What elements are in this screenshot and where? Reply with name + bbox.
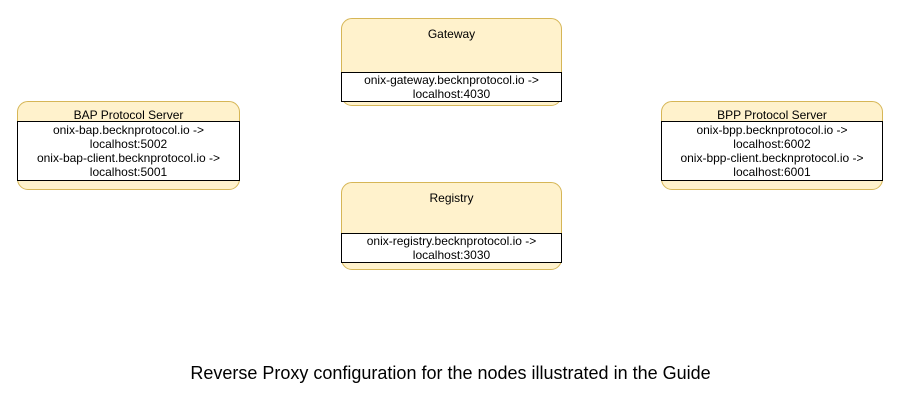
node-bap-protocol-server: BAP Protocol Server onix-bap.becknprotoc…	[17, 101, 240, 190]
mapping-line: localhost:3030	[412, 248, 491, 262]
node-bpp-protocol-server: BPP Protocol Server onix-bpp.becknprotoc…	[661, 101, 883, 190]
mapping-line: onix-gateway.becknprotocol.io ->	[364, 73, 539, 87]
mapping-line: onix-bap.becknprotocol.io ->	[52, 123, 205, 137]
mapping-line: localhost:5001	[89, 165, 168, 179]
mapping-line: localhost:5002	[89, 137, 168, 151]
node-bap-mapping-box: onix-bap.becknprotocol.io -> localhost:5…	[17, 121, 240, 181]
diagram-caption: Reverse Proxy configuration for the node…	[190, 363, 711, 383]
node-registry: Registry onix-registry.becknprotocol.io …	[341, 182, 562, 270]
mapping-line: onix-bpp-client.becknprotocol.io ->	[680, 151, 864, 165]
node-gateway-mapping-box: onix-gateway.becknprotocol.io -> localho…	[341, 72, 562, 102]
node-gateway: Gateway onix-gateway.becknprotocol.io ->…	[341, 18, 562, 106]
node-bpp-mapping-box: onix-bpp.becknprotocol.io -> localhost:6…	[661, 121, 883, 181]
node-gateway-title: Gateway	[427, 27, 476, 41]
node-bpp-title: BPP Protocol Server	[717, 108, 827, 122]
mapping-line: localhost:4030	[412, 87, 491, 101]
node-registry-title: Registry	[429, 191, 474, 205]
node-bap-title: BAP Protocol Server	[73, 108, 184, 122]
mapping-line: localhost:6002	[733, 137, 811, 151]
mapping-line: onix-bpp.becknprotocol.io ->	[696, 123, 848, 137]
mapping-line: onix-registry.becknprotocol.io ->	[366, 234, 537, 248]
mapping-line: localhost:6001	[733, 165, 811, 179]
mapping-line: onix-bap-client.becknprotocol.io ->	[36, 151, 221, 165]
node-registry-mapping-box: onix-registry.becknprotocol.io -> localh…	[341, 233, 562, 263]
